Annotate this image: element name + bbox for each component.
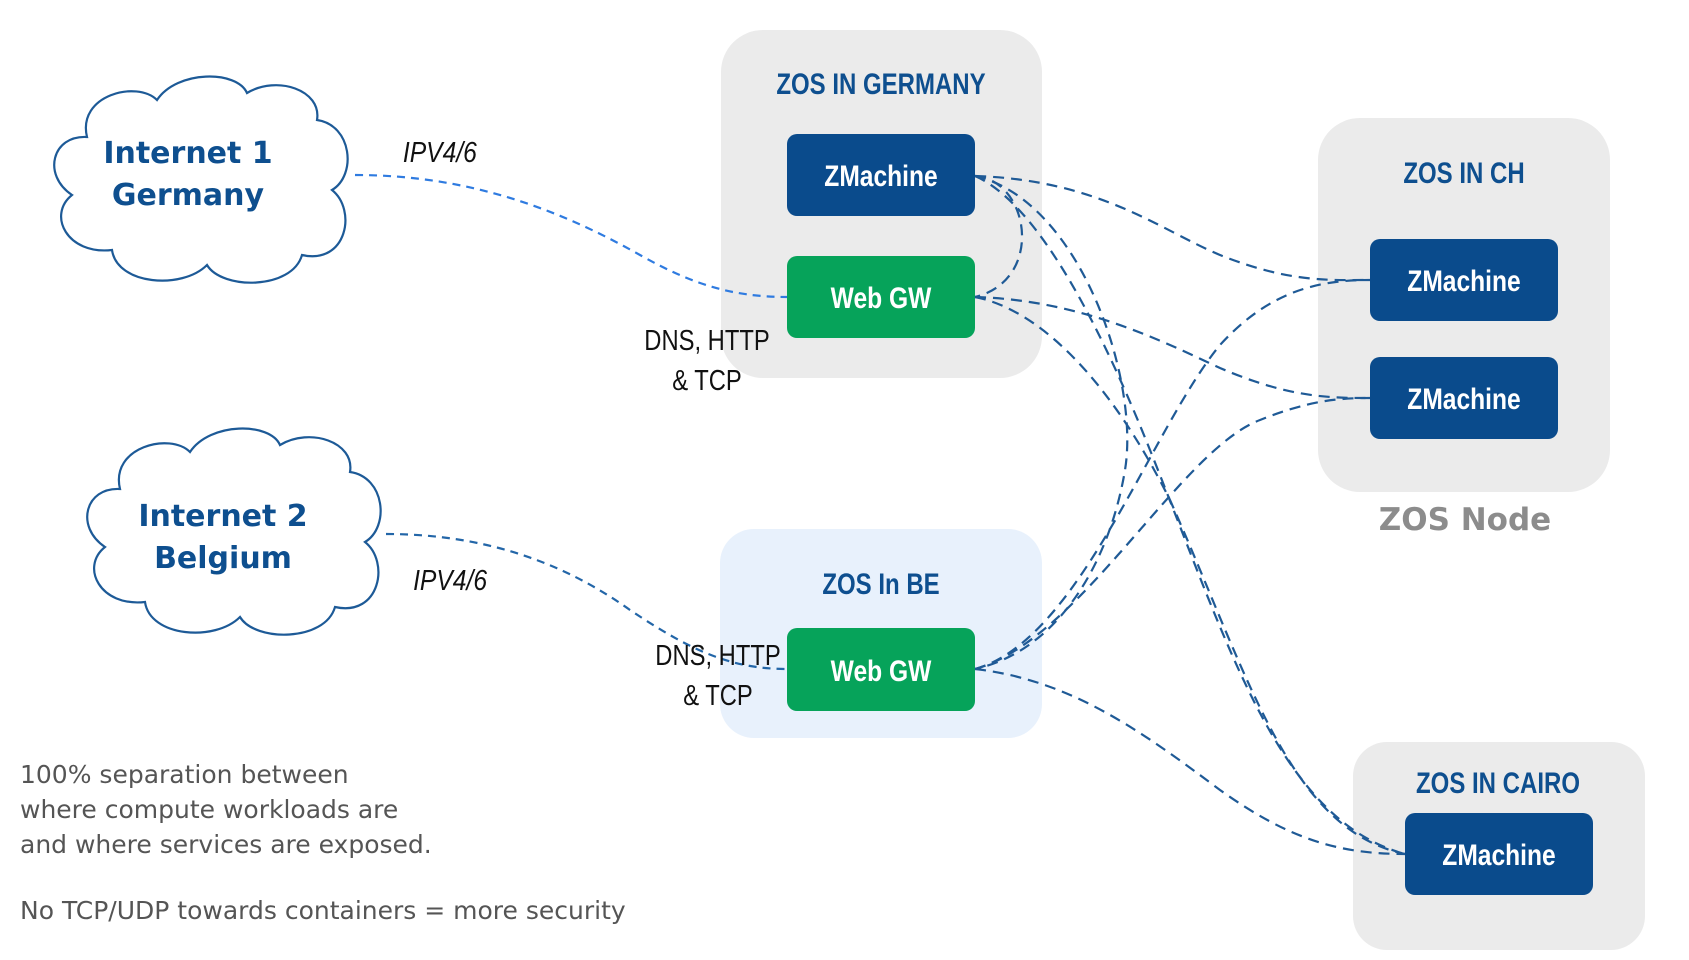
node-switzerland-title: ZOS IN CH — [1403, 155, 1524, 189]
cloud-icon — [86, 427, 382, 636]
separation-note-line-3: and where services are exposed. — [20, 830, 432, 859]
germany-zmachine[interactable]: ZMachine — [787, 134, 975, 216]
separation-note: 100% separation between where compute wo… — [20, 757, 432, 862]
connections — [354, 173, 1406, 856]
security-note: No TCP/UDP towards containers = more sec… — [20, 896, 626, 925]
link-germany-zm-ch-zm1 — [974, 174, 1371, 282]
protocol-label-1-line1: DNS, HTTP — [644, 324, 769, 357]
germany-webgw[interactable]: Web GW — [787, 256, 975, 338]
cloud-1-line2: Germany — [112, 178, 265, 213]
link-be-gw-ch-zm1 — [974, 278, 1371, 671]
belgium-webgw-label: Web GW — [831, 654, 932, 688]
link-be-gw-cairo — [974, 667, 1406, 856]
protocol-label-2-line1: DNS, HTTP — [655, 639, 780, 672]
cloud-1-line1: Internet 1 — [103, 136, 272, 171]
switzerland-zmachine-2[interactable]: ZMachine — [1370, 357, 1558, 439]
zos-node-caption: ZOS Node — [1379, 502, 1551, 538]
separation-note-line-2: where compute workloads are — [20, 795, 399, 824]
germany-webgw-label: Web GW — [831, 281, 932, 315]
cloud-2-line1: Internet 2 — [138, 499, 307, 534]
ipv-label-1: IPV4/6 — [403, 136, 477, 168]
link-germany-gw-ch-zm2 — [974, 295, 1371, 400]
protocol-label-2: DNS, HTTP & TCP — [655, 639, 780, 712]
cloud-internet-1: Internet 1 Germany — [53, 75, 349, 284]
ipv-label-2: IPV4/6 — [413, 564, 487, 596]
node-cairo-title: ZOS IN CAIRO — [1416, 765, 1580, 799]
link-germany-zm-be-gw — [974, 174, 1129, 671]
protocol-label-1: DNS, HTTP & TCP — [644, 324, 769, 397]
link-germany-gw-cairo — [974, 295, 1406, 856]
link-internet2-belgium-webgw — [385, 532, 788, 671]
switzerland-zmachine-2-label: ZMachine — [1407, 382, 1520, 416]
protocol-label-2-line2: & TCP — [683, 679, 753, 712]
cloud-2-line2: Belgium — [154, 541, 292, 576]
protocol-label-1-line2: & TCP — [672, 364, 742, 397]
separation-note-line-1: 100% separation between — [20, 760, 349, 789]
link-internet1-germany-webgw — [354, 173, 788, 299]
belgium-webgw[interactable]: Web GW — [787, 628, 975, 711]
node-belgium-title: ZOS In BE — [822, 566, 939, 600]
cloud-internet-2: Internet 2 Belgium — [86, 427, 382, 636]
cairo-zmachine[interactable]: ZMachine — [1405, 813, 1593, 895]
node-germany-title: ZOS IN GERMANY — [776, 66, 985, 100]
switzerland-zmachine-1-label: ZMachine — [1407, 264, 1520, 298]
cairo-zmachine-label: ZMachine — [1442, 838, 1555, 872]
germany-zmachine-label: ZMachine — [824, 159, 937, 193]
switzerland-zmachine-1[interactable]: ZMachine — [1370, 239, 1558, 321]
link-be-gw-ch-zm2 — [974, 396, 1371, 671]
cloud-icon — [53, 75, 349, 284]
